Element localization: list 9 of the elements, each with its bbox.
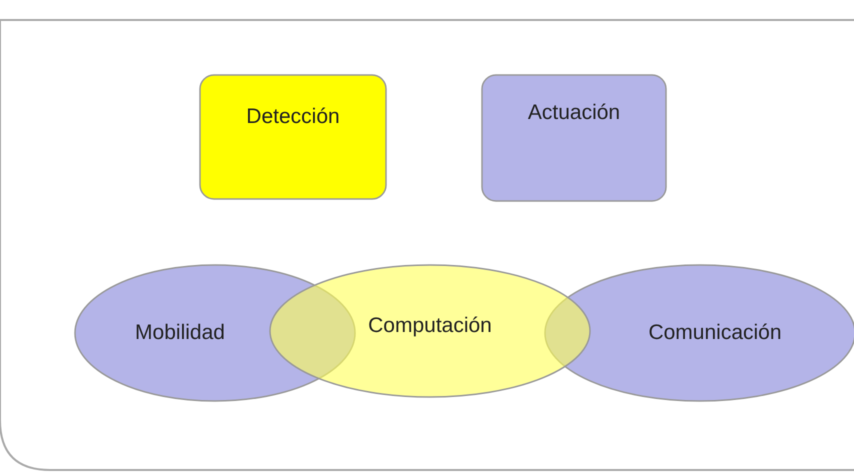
ellipse-shape bbox=[75, 265, 355, 401]
node-label: Actuación bbox=[528, 101, 620, 125]
rounded-box bbox=[482, 75, 666, 201]
node-label: Detección bbox=[246, 105, 340, 129]
ellipse-shape bbox=[270, 265, 590, 397]
node-label: Mobilidad bbox=[135, 321, 225, 345]
node-label: Comunicación bbox=[648, 321, 782, 345]
node-label: Computación bbox=[368, 314, 492, 338]
rounded-box bbox=[200, 75, 386, 199]
